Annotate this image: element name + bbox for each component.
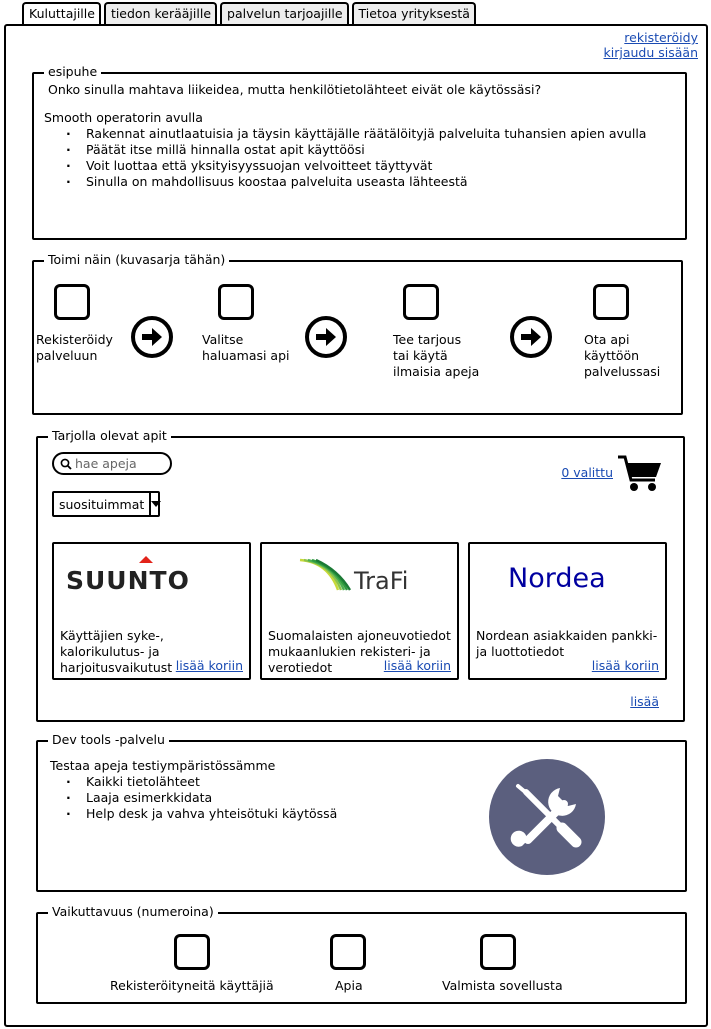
tab-palvelun-tarjoajille[interactable]: palvelun tarjoajille <box>220 2 349 24</box>
stat-image-placeholder <box>480 934 516 970</box>
step-image-placeholder <box>54 284 90 320</box>
list-item: Kaikki tietolähteet <box>66 774 337 790</box>
svg-text:Nordea: Nordea <box>508 563 606 594</box>
api-card-description: Suomalaisten ajoneuvotiedot mukaanlukien… <box>268 628 451 675</box>
devtools-lead: Testaa apeja testiympäristössämme <box>50 758 276 773</box>
steps-panel: Toimi näin (kuvasarja tähän) Rekisteröid… <box>32 252 683 415</box>
list-item: Laaja esimerkkidata <box>66 790 337 806</box>
svg-text:SUUNTO: SUUNTO <box>66 566 190 594</box>
intro-lead: Smooth operatorin avulla <box>44 110 203 125</box>
stat-image-placeholder <box>330 934 366 970</box>
impact-legend: Vaikuttavuus (numeroina) <box>48 904 218 919</box>
sort-select[interactable]: suosituimmat <box>52 491 162 517</box>
api-card-nordea[interactable]: Nordea Nordean asiakkaiden pankki- ja lu… <box>468 542 667 680</box>
impact-panel: Vaikuttavuus (numeroina) Rekisteröitynei… <box>36 904 687 1004</box>
list-item: Help desk ja vahva yhteisötuki käytössä <box>66 806 337 822</box>
step-image-placeholder <box>593 284 629 320</box>
intro-legend: esipuhe <box>44 64 102 79</box>
cart-count-link[interactable]: 0 valittu <box>561 465 613 480</box>
arrow-right-icon <box>305 316 347 358</box>
devtools-bullets: Kaikki tietolähteet Laaja esimerkkidata … <box>66 774 337 822</box>
api-card-suunto[interactable]: SUUNTO Käyttäjien syke-, kalorikulutus- … <box>52 542 251 680</box>
account-links: rekisteröidy kirjaudu sisään <box>604 30 698 60</box>
tab-tiedon-keraajille[interactable]: tiedon kerääjille <box>103 2 218 24</box>
trafi-logo: TraFi <box>298 556 428 599</box>
search-icon <box>60 458 72 470</box>
api-card-trafi[interactable]: TraFi Suomalaisten ajoneuvotiedot mukaan… <box>260 542 459 680</box>
intro-panel: esipuhe Onko sinulla mahtava liikeidea, … <box>32 64 687 240</box>
intro-bullets: Rakennat ainutlaatuisia ja täysin käyttä… <box>66 126 646 190</box>
list-item: Voit luottaa että yksityisyyssuojan velv… <box>66 158 646 174</box>
register-link[interactable]: rekisteröidy <box>624 30 698 45</box>
tab-tietoa-yrityksesta[interactable]: Tietoa yrityksestä <box>351 2 476 24</box>
stat-label: Rekisteröityneitä käyttäjiä <box>110 978 274 993</box>
apis-panel: Tarjolla olevat apit hae apeja suosituim… <box>36 428 685 722</box>
api-card-description: Käyttäjien syke-, kalorikulutus- ja harj… <box>60 628 204 675</box>
list-item: Päätät itse millä hinnalla ostat apit kä… <box>66 142 646 158</box>
svg-text:TraFi: TraFi <box>353 567 408 595</box>
login-link[interactable]: kirjaudu sisään <box>603 45 698 60</box>
stat-image-placeholder <box>174 934 210 970</box>
chevron-down-icon[interactable] <box>149 493 162 515</box>
search-placeholder: hae apeja <box>75 456 137 471</box>
search-input[interactable]: hae apeja <box>52 452 172 475</box>
arrow-right-icon <box>510 316 552 358</box>
steps-legend: Toimi näin (kuvasarja tähän) <box>44 252 230 267</box>
api-card-description: Nordean asiakkaiden pankki- ja luottotie… <box>476 628 658 659</box>
step-image-placeholder <box>218 284 254 320</box>
intro-question: Onko sinulla mahtava liikeidea, mutta he… <box>48 82 542 97</box>
stat-label: Apia <box>335 978 363 993</box>
cart-icon[interactable] <box>617 454 663 497</box>
devtools-legend: Dev tools -palvelu <box>48 732 169 747</box>
step-image-placeholder <box>403 284 439 320</box>
suunto-logo: SUUNTO <box>66 554 226 597</box>
nordea-logo: Nordea <box>508 558 638 597</box>
add-to-cart-link[interactable]: lisää koriin <box>380 658 451 673</box>
list-item: Sinulla on mahdollisuus koostaa palvelui… <box>66 174 646 190</box>
tab-bar: Kuluttajille tiedon kerääjille palvelun … <box>22 2 479 24</box>
tab-kuluttajille[interactable]: Kuluttajille <box>22 2 101 24</box>
tools-icon <box>488 758 606 879</box>
devtools-panel: Dev tools -palvelu Testaa apeja testiymp… <box>36 732 687 892</box>
sort-value: suosituimmat <box>59 497 145 512</box>
more-apis-link[interactable]: lisää <box>630 694 659 709</box>
page-frame: rekisteröidy kirjaudu sisään esipuhe Onk… <box>4 24 708 1027</box>
stat-label: Valmista sovellusta <box>442 978 563 993</box>
add-to-cart-link[interactable]: lisää koriin <box>172 658 243 673</box>
list-item: Rakennat ainutlaatuisia ja täysin käyttä… <box>66 126 646 142</box>
apis-legend: Tarjolla olevat apit <box>48 428 171 443</box>
add-to-cart-link[interactable]: lisää koriin <box>588 658 659 673</box>
arrow-right-icon <box>131 316 173 358</box>
